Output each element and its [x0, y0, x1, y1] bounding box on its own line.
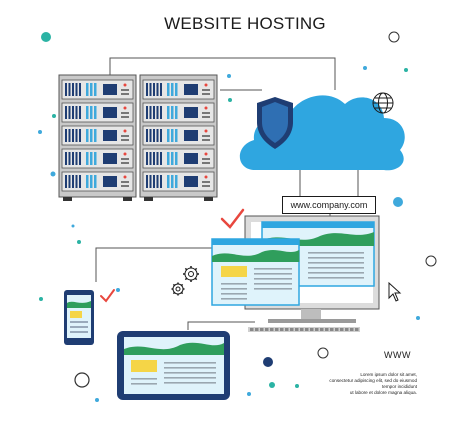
server-rack-left: [58, 74, 137, 201]
server-unit: [142, 79, 215, 100]
page-title: WEBSITE HOSTING: [164, 14, 326, 33]
checkmark-icon: [220, 208, 245, 229]
description-line: Lorem ipsum dolor sit amet,: [360, 372, 417, 377]
cloud: [239, 95, 405, 171]
gear-icon: [171, 266, 199, 296]
description-line: ut labore et dolore magna aliqua.: [349, 390, 417, 395]
server-rack-right: [139, 74, 218, 201]
text-line: [254, 288, 292, 290]
text-line: [164, 372, 216, 374]
shield-icon: [257, 97, 293, 149]
text-line: [308, 257, 364, 259]
text-line: [254, 273, 292, 275]
text-line: [308, 267, 364, 269]
domain-url-label: www.company.com: [282, 196, 376, 214]
text-line: [164, 367, 216, 369]
globe-icon: [372, 92, 394, 114]
server-unit: [142, 148, 215, 169]
text-line: [308, 272, 364, 274]
connector-lines: [95, 57, 359, 330]
text-line: [221, 293, 247, 295]
text-line: [254, 278, 292, 280]
text-line: [254, 268, 292, 270]
text-line: [221, 288, 247, 290]
server-unit: [61, 102, 134, 123]
server-unit: [142, 125, 215, 146]
text-line: [308, 262, 364, 264]
server-unit: [61, 148, 134, 169]
server-unit: [142, 171, 215, 192]
tablet: [117, 331, 230, 400]
text-line: [308, 252, 364, 254]
text-line: [221, 283, 247, 285]
cursor-icon: [388, 281, 402, 302]
decorative-dots: [38, 31, 437, 402]
server-unit: [61, 79, 134, 100]
text-line: [221, 298, 247, 300]
server-unit: [61, 171, 134, 192]
smartphone: [64, 290, 94, 345]
description-line: tempor incididunt: [382, 384, 417, 389]
server-unit: [61, 125, 134, 146]
text-line: [164, 382, 216, 384]
text-line: [164, 362, 216, 364]
text-line: [131, 383, 157, 385]
text-line: [254, 283, 292, 285]
description-line: consectetur adipiscing elit, sed do eius…: [329, 378, 417, 383]
checkmark-icon: [100, 289, 115, 303]
text-line: [308, 277, 364, 279]
text-line: [131, 378, 157, 380]
browser-window-front: [211, 238, 300, 306]
www-label: WWW: [384, 350, 411, 360]
server-unit: [142, 102, 215, 123]
text-line: [164, 377, 216, 379]
description-text: Lorem ipsum dolor sit amet, consectetur …: [310, 372, 417, 396]
